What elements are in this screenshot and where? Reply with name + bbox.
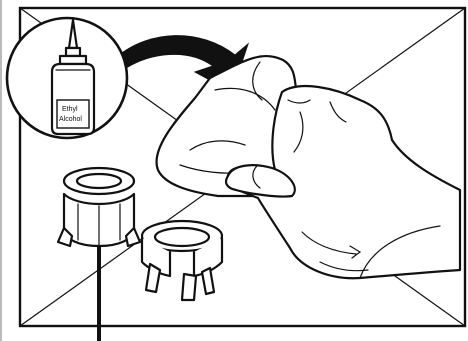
bottle-label-line2: Alcohol bbox=[59, 116, 82, 123]
bottle-label-line1: Ethyl bbox=[62, 106, 78, 113]
callout-bubble: Ethyl Alcohol bbox=[7, 18, 127, 138]
